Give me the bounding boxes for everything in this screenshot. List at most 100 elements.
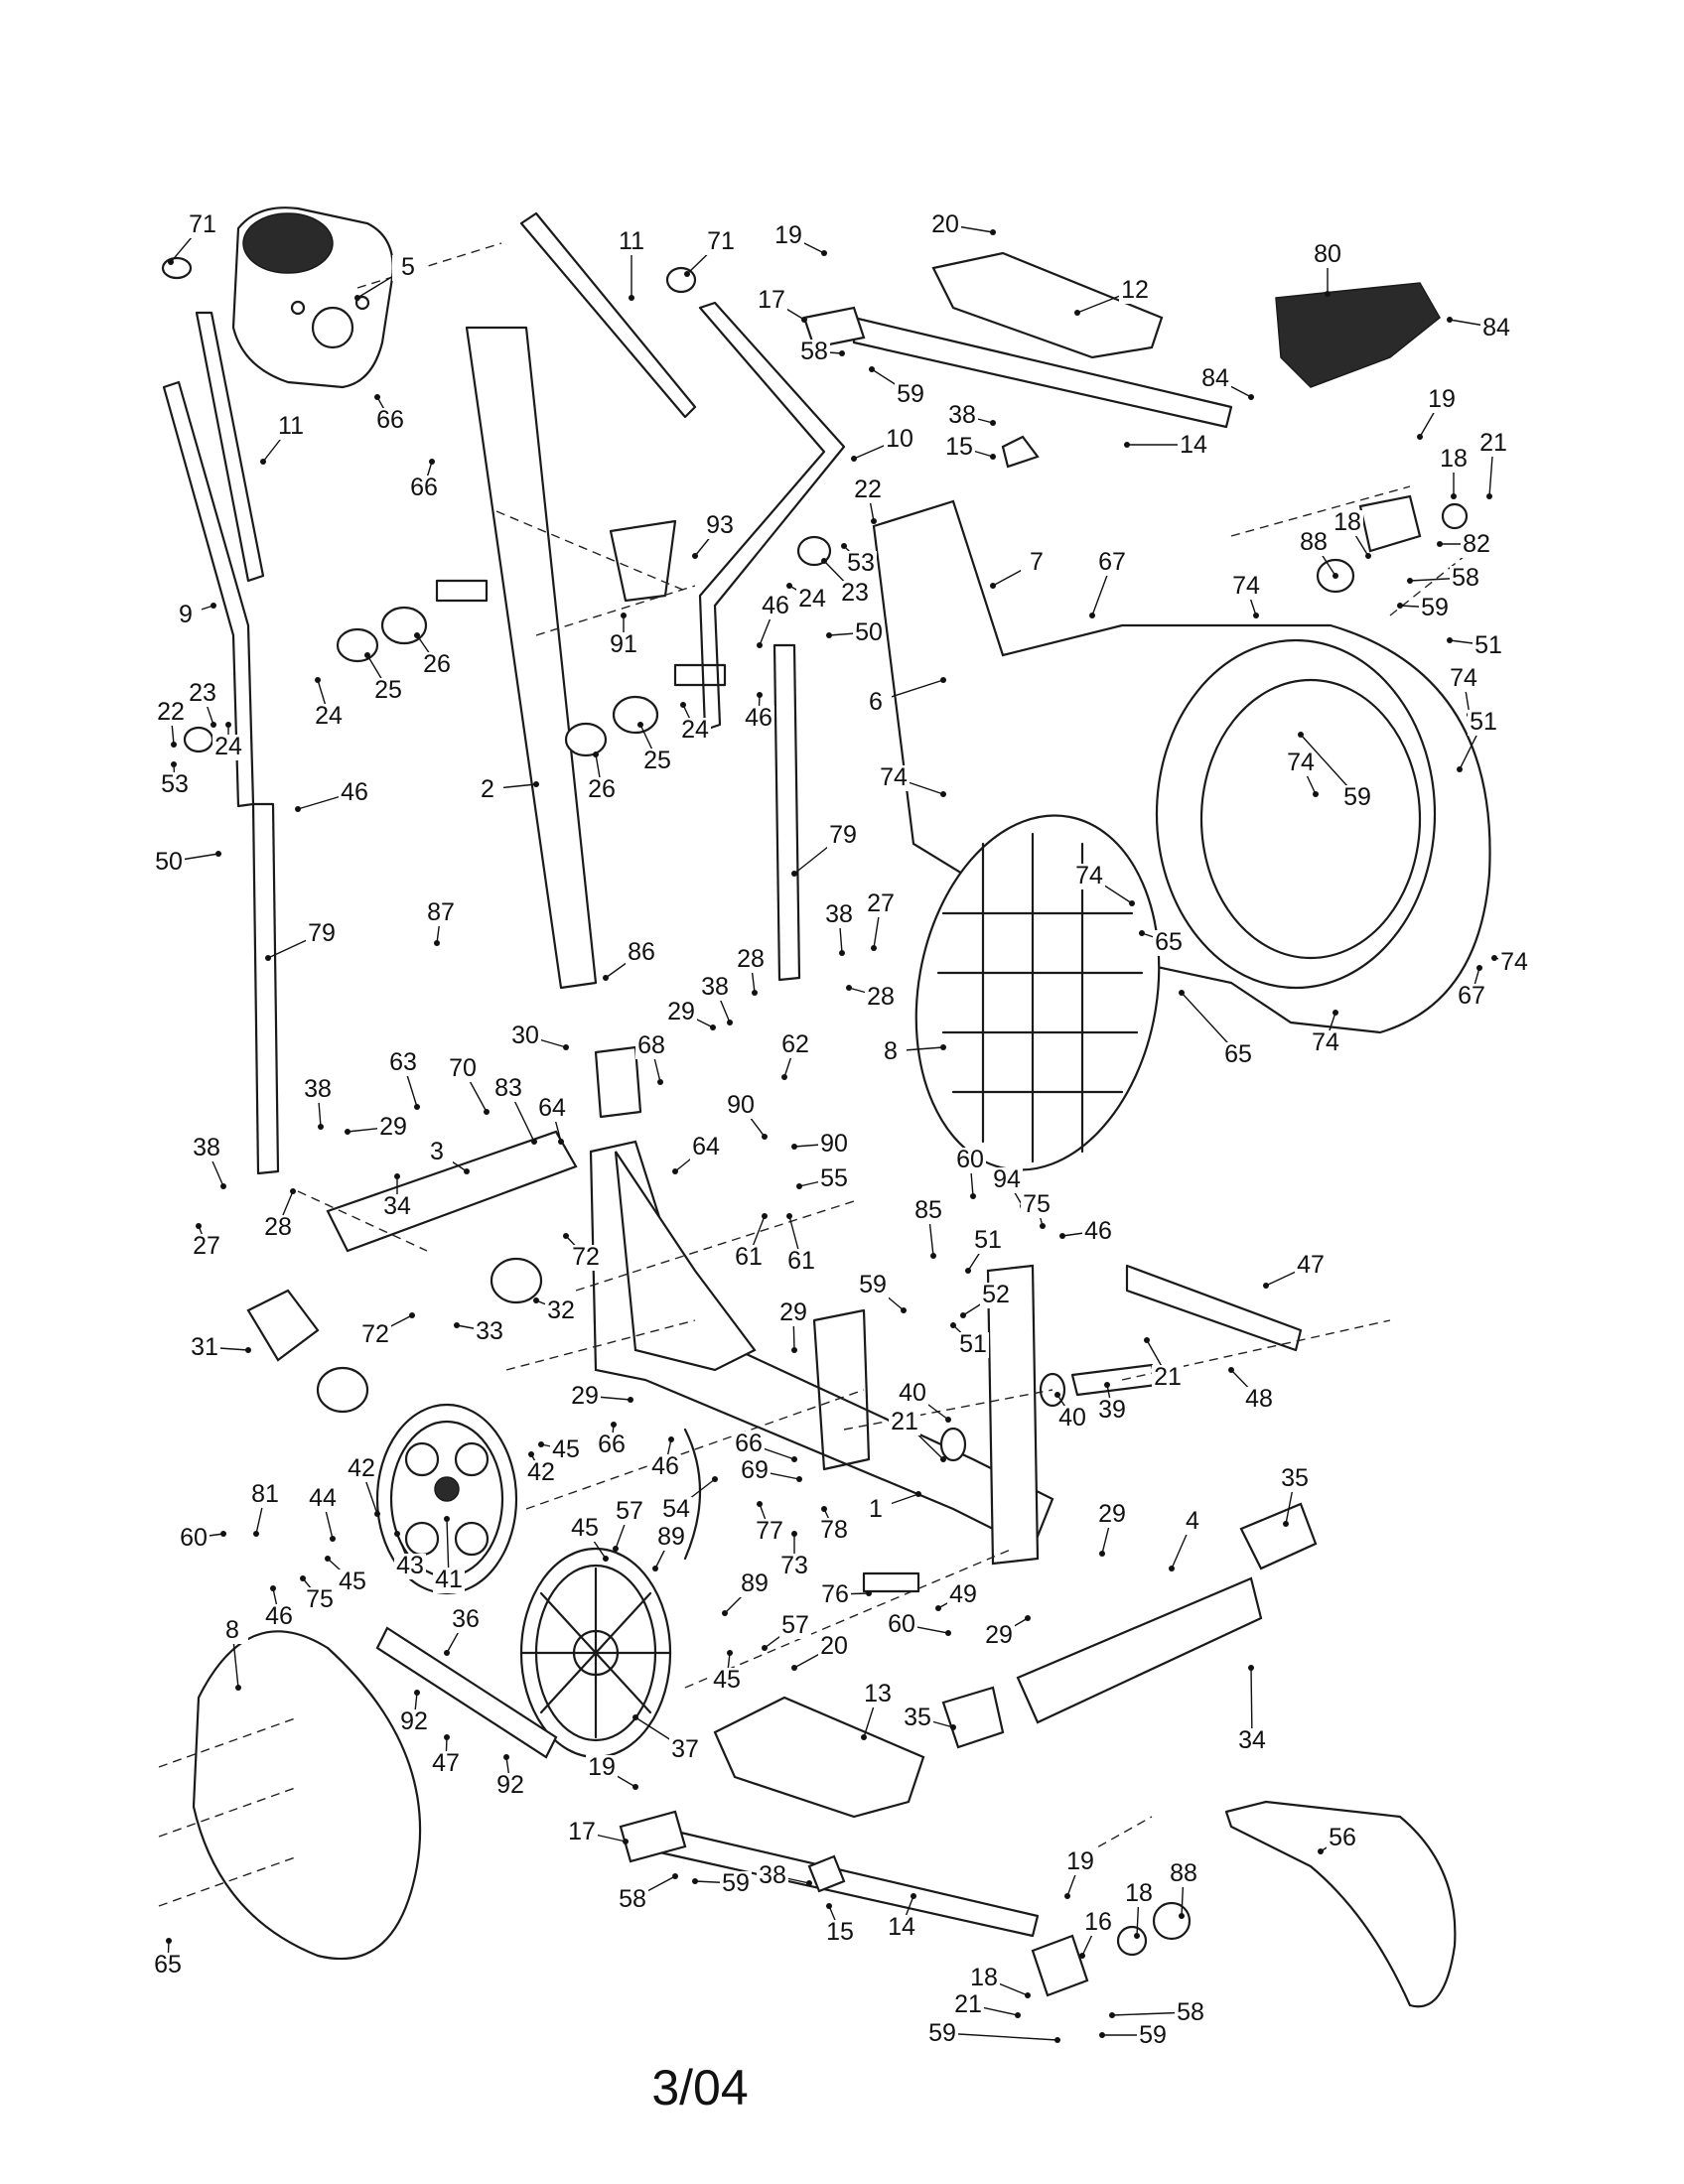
callout-label-bg xyxy=(655,1525,687,1551)
part-number-label: 64 xyxy=(538,1094,566,1122)
callout-label-bg xyxy=(649,1454,681,1480)
callout-target xyxy=(861,1734,867,1740)
callout-target xyxy=(220,1531,226,1537)
callout-label-bg xyxy=(889,1410,920,1435)
cap-part xyxy=(807,1854,846,1893)
part-number-label: 61 xyxy=(787,1247,815,1275)
part-number-label: 85 xyxy=(914,1196,942,1224)
callout-label-bg xyxy=(839,581,871,607)
callout-target xyxy=(786,583,792,589)
wheel-part xyxy=(490,1257,543,1304)
part-number-label: 45 xyxy=(571,1514,599,1542)
part-number-label: 20 xyxy=(931,210,959,238)
callout-label-bg xyxy=(1243,1387,1275,1413)
callout-target xyxy=(791,1665,797,1671)
part-number-label: 72 xyxy=(361,1320,389,1348)
callout-target xyxy=(632,1784,638,1790)
callout-target xyxy=(394,1531,400,1537)
callout-target xyxy=(354,295,360,301)
part-number-label: 82 xyxy=(1463,530,1490,558)
callout-target xyxy=(528,1451,534,1457)
pivot-bushings xyxy=(183,535,832,757)
part-number-label: 68 xyxy=(637,1031,665,1059)
part-number-label: 6 xyxy=(869,688,883,716)
part-number-label: 24 xyxy=(798,585,826,613)
end-cap-part xyxy=(941,1686,1005,1749)
callout-label-bg xyxy=(421,652,453,678)
callout-label-bg xyxy=(705,229,737,255)
callout-target xyxy=(1298,732,1304,738)
callout-label-bg xyxy=(1480,316,1512,341)
upright-sleeve-part xyxy=(594,1045,642,1119)
callout-label-bg xyxy=(852,478,884,503)
callout-label-bg xyxy=(991,1167,1023,1193)
callout-label-bg xyxy=(818,1166,850,1192)
callout-target xyxy=(1325,291,1331,297)
callout-label-bg xyxy=(1123,1881,1155,1907)
grip-tube-part xyxy=(519,211,697,419)
callout-label-bg xyxy=(720,1871,752,1897)
callout-target xyxy=(1451,493,1457,499)
part-number-label: 58 xyxy=(1452,564,1479,592)
callout-target xyxy=(757,692,763,698)
part-number-label: 59 xyxy=(928,2019,956,2047)
part-number-label: 90 xyxy=(727,1091,755,1119)
callout-label-bg xyxy=(796,587,828,613)
callout-target xyxy=(345,1129,351,1135)
part-number-label: 11 xyxy=(619,227,644,255)
part-number-label: 46 xyxy=(745,704,772,732)
callout-target xyxy=(652,1566,658,1571)
part-number-label: 46 xyxy=(651,1452,679,1480)
part-number-label: 35 xyxy=(904,1704,931,1731)
callout-target xyxy=(464,1168,470,1174)
callout-target xyxy=(668,1436,674,1442)
part-number-label: 52 xyxy=(982,1281,1010,1308)
callout-target xyxy=(621,613,627,618)
part-number-label: 61 xyxy=(735,1243,763,1271)
part-number-label: 38 xyxy=(948,401,976,429)
part-number-label: 38 xyxy=(759,1861,786,1889)
part-number-label: 64 xyxy=(692,1133,720,1160)
callout-label-bg xyxy=(178,1526,210,1552)
part-number-label: 2 xyxy=(481,775,494,803)
callout-label-bg xyxy=(1177,1509,1208,1535)
callout-target xyxy=(786,1213,792,1219)
callout-label-bg xyxy=(1073,864,1105,889)
part-number-label: 53 xyxy=(161,770,189,798)
callout-label-bg xyxy=(617,1887,648,1913)
callout-label-bg xyxy=(1222,1042,1254,1068)
part-number-label: 76 xyxy=(821,1580,849,1608)
part-number-label: 24 xyxy=(681,716,709,744)
callout-label-bg xyxy=(302,1077,334,1103)
callout-target xyxy=(168,259,174,265)
callout-label-bg xyxy=(860,1497,892,1523)
part-number-label: 66 xyxy=(598,1431,626,1458)
callout-label-bg xyxy=(1230,574,1262,600)
part-number-label: 59 xyxy=(859,1271,887,1298)
callout-target xyxy=(1089,613,1095,618)
part-number-label: 16 xyxy=(1084,1908,1112,1936)
part-number-label: 51 xyxy=(959,1330,987,1358)
part-number-label: 18 xyxy=(1125,1879,1153,1907)
bracket-part xyxy=(812,1308,871,1471)
wheel-part xyxy=(1116,1925,1148,1957)
callout-label-bg xyxy=(968,1966,1000,1991)
callout-target xyxy=(871,518,877,524)
callout-label-bg xyxy=(494,1773,526,1799)
part-number-label: 59 xyxy=(1139,2021,1167,2049)
callout-label-bg xyxy=(372,678,404,704)
grip-tube-part xyxy=(195,311,265,583)
callout-target xyxy=(680,702,686,708)
part-number-label: 15 xyxy=(826,1918,854,1946)
part-number-label: 93 xyxy=(706,511,734,539)
bracket-part xyxy=(1031,1934,1089,1997)
cover-part xyxy=(1275,282,1441,388)
callout-label-bg xyxy=(1137,2023,1169,2049)
callout-target xyxy=(1397,603,1403,609)
callout-leader xyxy=(1250,1667,1253,1741)
callout-target xyxy=(722,1610,728,1616)
part-number-label: 84 xyxy=(1482,314,1510,341)
callout-label-bg xyxy=(570,1245,602,1271)
callout-label-bg xyxy=(929,212,961,238)
